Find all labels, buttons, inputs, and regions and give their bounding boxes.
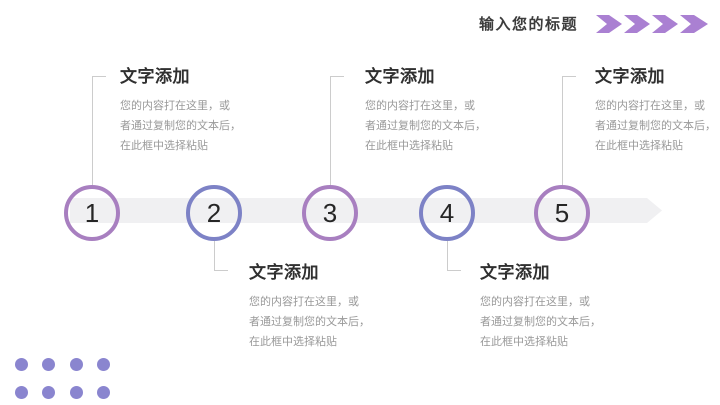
decor-dot bbox=[15, 358, 28, 371]
step-body-line: 您的内容打在这里，或 bbox=[480, 296, 590, 308]
step-body-line: 在此框中选择粘贴 bbox=[480, 336, 568, 348]
connector-line bbox=[92, 76, 93, 185]
step-body-line: 在此框中选择粘贴 bbox=[365, 140, 453, 152]
step-body-line: 者通过复制您的文本后， bbox=[595, 120, 716, 132]
slide-title: 输入您的标题 bbox=[478, 16, 578, 33]
connector-line bbox=[330, 76, 331, 185]
step-body-line: 者通过复制您的文本后， bbox=[365, 120, 486, 132]
step-heading: 文字添加 bbox=[249, 263, 319, 282]
step-body-line: 您的内容打在这里，或 bbox=[120, 100, 230, 112]
step-text-block-3: 文字添加 您的内容打在这里，或 者通过复制您的文本后， 在此框中选择粘贴 bbox=[365, 66, 505, 156]
step-body-line: 者通过复制您的文本后， bbox=[480, 316, 601, 328]
step-heading: 文字添加 bbox=[120, 67, 190, 86]
step-body-line: 在此框中选择粘贴 bbox=[120, 140, 208, 152]
connector-line bbox=[92, 76, 106, 77]
decor-dot bbox=[97, 386, 110, 399]
decor-dot bbox=[70, 386, 83, 399]
step-circle-2: 2 bbox=[186, 185, 242, 241]
step-heading: 文字添加 bbox=[365, 67, 435, 86]
decor-dot bbox=[42, 358, 55, 371]
step-body-line: 在此框中选择粘贴 bbox=[595, 140, 683, 152]
step-text-block-2: 文字添加 您的内容打在这里，或 者通过复制您的文本后， 在此框中选择粘贴 bbox=[249, 262, 389, 352]
step-body-line: 您的内容打在这里，或 bbox=[249, 296, 359, 308]
connector-line bbox=[447, 241, 448, 270]
chevron-right-icon bbox=[596, 15, 622, 33]
step-circle-1: 1 bbox=[64, 185, 120, 241]
step-text-block-5: 文字添加 您的内容打在这里，或 者通过复制您的文本后， 在此框中选择粘贴 bbox=[595, 66, 720, 156]
step-circle-4: 4 bbox=[419, 185, 475, 241]
connector-line bbox=[562, 76, 563, 185]
step-body-line: 在此框中选择粘贴 bbox=[249, 336, 337, 348]
step-heading: 文字添加 bbox=[480, 263, 550, 282]
connector-line bbox=[562, 76, 576, 77]
step-heading: 文字添加 bbox=[595, 67, 665, 86]
step-body-line: 您的内容打在这里，或 bbox=[365, 100, 475, 112]
decor-dot bbox=[97, 358, 110, 371]
connector-line bbox=[214, 270, 228, 271]
step-text-block-4: 文字添加 您的内容打在这里，或 者通过复制您的文本后， 在此框中选择粘贴 bbox=[480, 262, 620, 352]
decor-dot bbox=[42, 386, 55, 399]
chevron-right-icon bbox=[680, 15, 708, 33]
step-circle-3: 3 bbox=[302, 185, 358, 241]
step-body-line: 者通过复制您的文本后， bbox=[120, 120, 241, 132]
decor-dot bbox=[70, 358, 83, 371]
step-circle-5: 5 bbox=[534, 185, 590, 241]
chevron-right-icon bbox=[652, 15, 678, 33]
connector-line bbox=[447, 270, 461, 271]
step-body-line: 您的内容打在这里，或 bbox=[595, 100, 705, 112]
chevron-right-icon bbox=[624, 15, 650, 33]
decor-dot bbox=[15, 386, 28, 399]
step-body-line: 者通过复制您的文本后， bbox=[249, 316, 370, 328]
connector-line bbox=[214, 241, 215, 270]
step-text-block-1: 文字添加 您的内容打在这里，或 者通过复制您的文本后， 在此框中选择粘贴 bbox=[120, 66, 260, 156]
connector-line bbox=[330, 76, 344, 77]
chevron-arrows bbox=[596, 15, 708, 33]
